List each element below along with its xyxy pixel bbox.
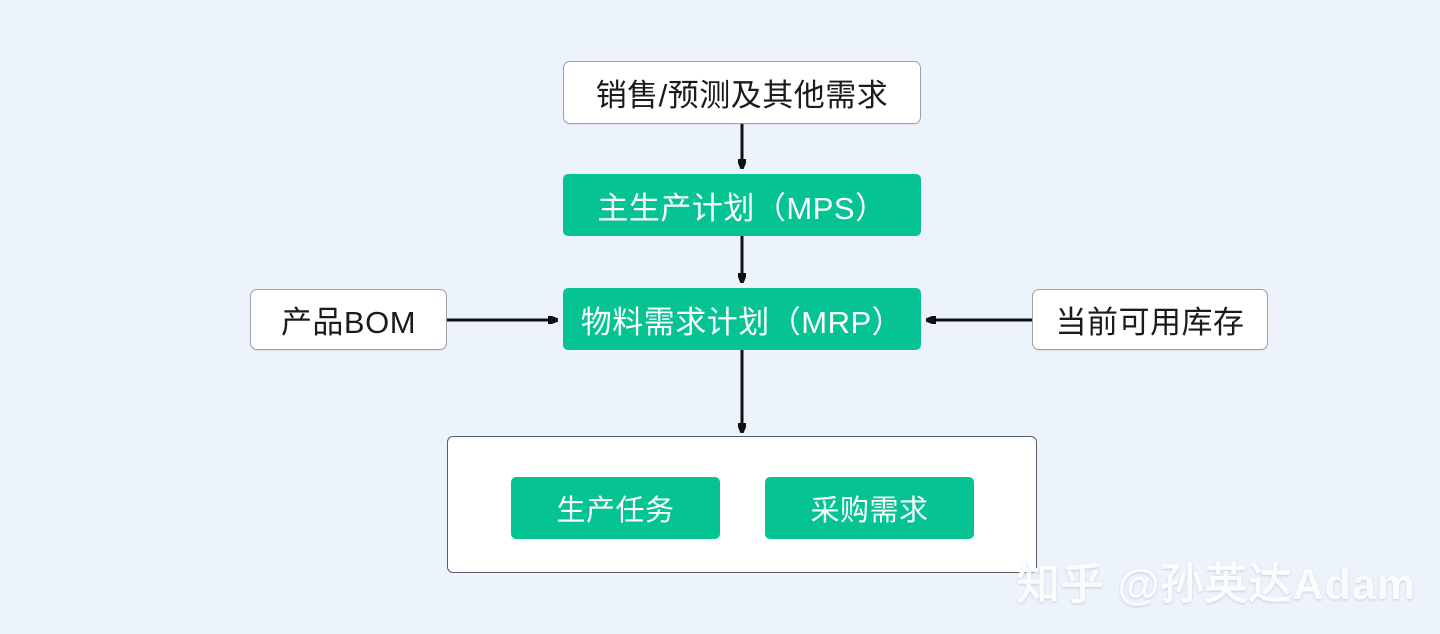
node-stock-label: 当前可用库存	[1055, 305, 1245, 340]
node-material-requirements-planning[interactable]: 物料需求计划（MRP）	[563, 288, 921, 350]
node-mrp-label: 物料需求计划（MRP）	[580, 304, 904, 340]
watermark: 知乎 @孙英达Adam	[1016, 561, 1416, 609]
node-mps-label: 主生产计划（MPS）	[597, 190, 887, 226]
node-bom-label: 产品BOM	[280, 305, 417, 340]
node-production-task[interactable]: 生产任务	[511, 477, 720, 539]
node-purchase-requirement[interactable]: 采购需求	[765, 477, 974, 539]
node-purchase-label: 采购需求	[810, 495, 929, 527]
node-demand-label: 销售/预测及其他需求	[595, 78, 889, 113]
node-product-bom[interactable]: 产品BOM	[250, 289, 447, 350]
node-master-production-schedule[interactable]: 主生产计划（MPS）	[563, 174, 921, 236]
node-prod-task-label: 生产任务	[556, 495, 675, 527]
node-current-available-inventory[interactable]: 当前可用库存	[1032, 289, 1268, 350]
node-sales-forecast-demand[interactable]: 销售/预测及其他需求	[563, 61, 921, 124]
